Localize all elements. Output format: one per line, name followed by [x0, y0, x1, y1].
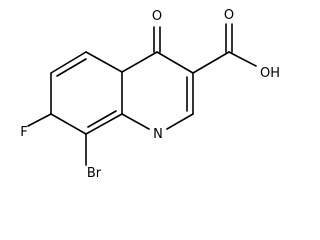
bond-acid-oh — [228, 51, 257, 67]
hydroxyl-label: OH — [260, 66, 280, 81]
bond-c4-c3 — [156, 51, 194, 74]
oxygen-acid-label: O — [224, 8, 234, 23]
bromine-label: Br — [87, 166, 102, 181]
molecule-diagram: O O OH F Br N — [20, 8, 280, 181]
bond-c7-f — [27, 113, 52, 127]
bond-c3-cooh — [192, 51, 230, 74]
benzene-ring — [50, 51, 123, 135]
bond-n1-c8a — [121, 113, 150, 130]
pyridone-ring — [121, 51, 194, 130]
oxygen-keto-label: O — [152, 9, 162, 24]
bond-c2-n1 — [166, 113, 194, 130]
bond-c4a-c5 — [85, 51, 123, 73]
fluorine-label: F — [20, 125, 27, 140]
bond-c5-c6 — [50, 51, 87, 74]
bond-c8-c8a-inner — [87, 110, 117, 128]
bond-c8-c8a — [85, 113, 123, 135]
bond-c7-c8 — [50, 113, 87, 135]
bond-c5-c6-inner — [56, 58, 87, 77]
bond-c4a-c4 — [121, 51, 158, 73]
nitrogen-label: N — [153, 127, 163, 142]
